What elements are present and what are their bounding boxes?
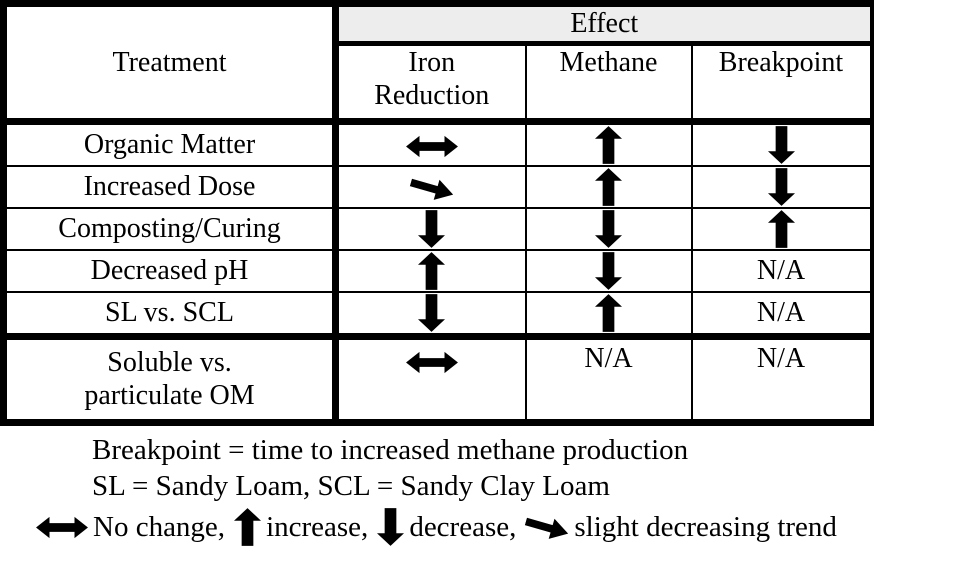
effect-cell [335, 332, 527, 423]
table-row-organic-matter: Organic Matter [3, 121, 872, 167]
arrow-legend: No change, increase, decrease, slight de… [36, 507, 979, 547]
effect-cell: N/A [525, 332, 693, 423]
table-row-increased-dose: Increased Dose [3, 165, 872, 209]
treatment-label: Organic Matter [3, 121, 339, 167]
legend-item-no-change: No change, [36, 511, 225, 544]
effect-cell [525, 207, 693, 251]
effect-cell [525, 165, 693, 209]
footnotes: Breakpoint = time to increased methane p… [92, 432, 979, 505]
increase-arrow-icon [234, 507, 262, 547]
effect-cell [691, 121, 872, 167]
note-soil-abbreviations: SL = Sandy Loam, SCL = Sandy Clay Loam [92, 469, 610, 502]
effect-group-header: Effect [335, 3, 872, 46]
treatment-label: Soluble vs. particulate OM [3, 332, 339, 423]
note-breakpoint-definition: Breakpoint = time to increased methane p… [92, 433, 689, 466]
effect-cell [335, 165, 527, 209]
legend-label: slight decreasing trend [574, 510, 837, 543]
effect-cell: N/A [691, 291, 872, 338]
effect-cell [691, 165, 872, 209]
no-change-arrow-icon [36, 515, 88, 540]
slight-decrease-arrow-icon [525, 515, 569, 540]
effect-cell [525, 249, 693, 293]
effect-cell [691, 207, 872, 251]
column-header-iron-reduction: Iron Reduction [335, 43, 527, 125]
header-row-effect: Treatment Effect [3, 3, 872, 125]
legend-label: decrease, [409, 510, 517, 543]
treatment-label: SL vs. SCL [3, 291, 339, 338]
column-header-methane: Methane [525, 43, 693, 125]
legend-label: No change, [93, 510, 226, 543]
effect-cell: N/A [691, 332, 872, 423]
table-row-decreased-ph: Decreased pH N/A [3, 249, 872, 293]
header-row-columns: Iron Reduction Methane Breakpoint [4, 43, 872, 125]
decrease-arrow-icon [377, 507, 405, 547]
effect-cell [525, 121, 693, 167]
column-header-breakpoint: Breakpoint [691, 43, 872, 125]
legend-label: increase, [266, 510, 369, 543]
legend-item-decrease: decrease, [377, 507, 516, 547]
table-row-composting-curing: Composting/Curing [3, 207, 872, 251]
effect-cell [335, 121, 527, 167]
effect-cell: N/A [691, 249, 872, 293]
treatment-column-header: Treatment [3, 3, 339, 125]
treatment-label: Composting/Curing [3, 207, 339, 251]
effect-cell [335, 207, 527, 251]
legend-item-slight-decreasing-trend: slight decreasing trend [525, 511, 837, 544]
treatment-effects-table: Treatment Effect Iron Reduction Methane … [0, 0, 874, 426]
legend-item-increase: increase, [234, 507, 368, 547]
effect-cell [525, 291, 693, 338]
effect-cell [335, 291, 527, 338]
effect-cell [335, 249, 527, 293]
treatment-label: Increased Dose [3, 165, 339, 209]
table-row-sl-vs-scl: SL vs. SCL N/A [3, 291, 872, 338]
table-row-soluble-vs-particulate-om: Soluble vs. particulate OM N/A N/A [3, 332, 872, 423]
treatment-label: Decreased pH [3, 249, 339, 293]
